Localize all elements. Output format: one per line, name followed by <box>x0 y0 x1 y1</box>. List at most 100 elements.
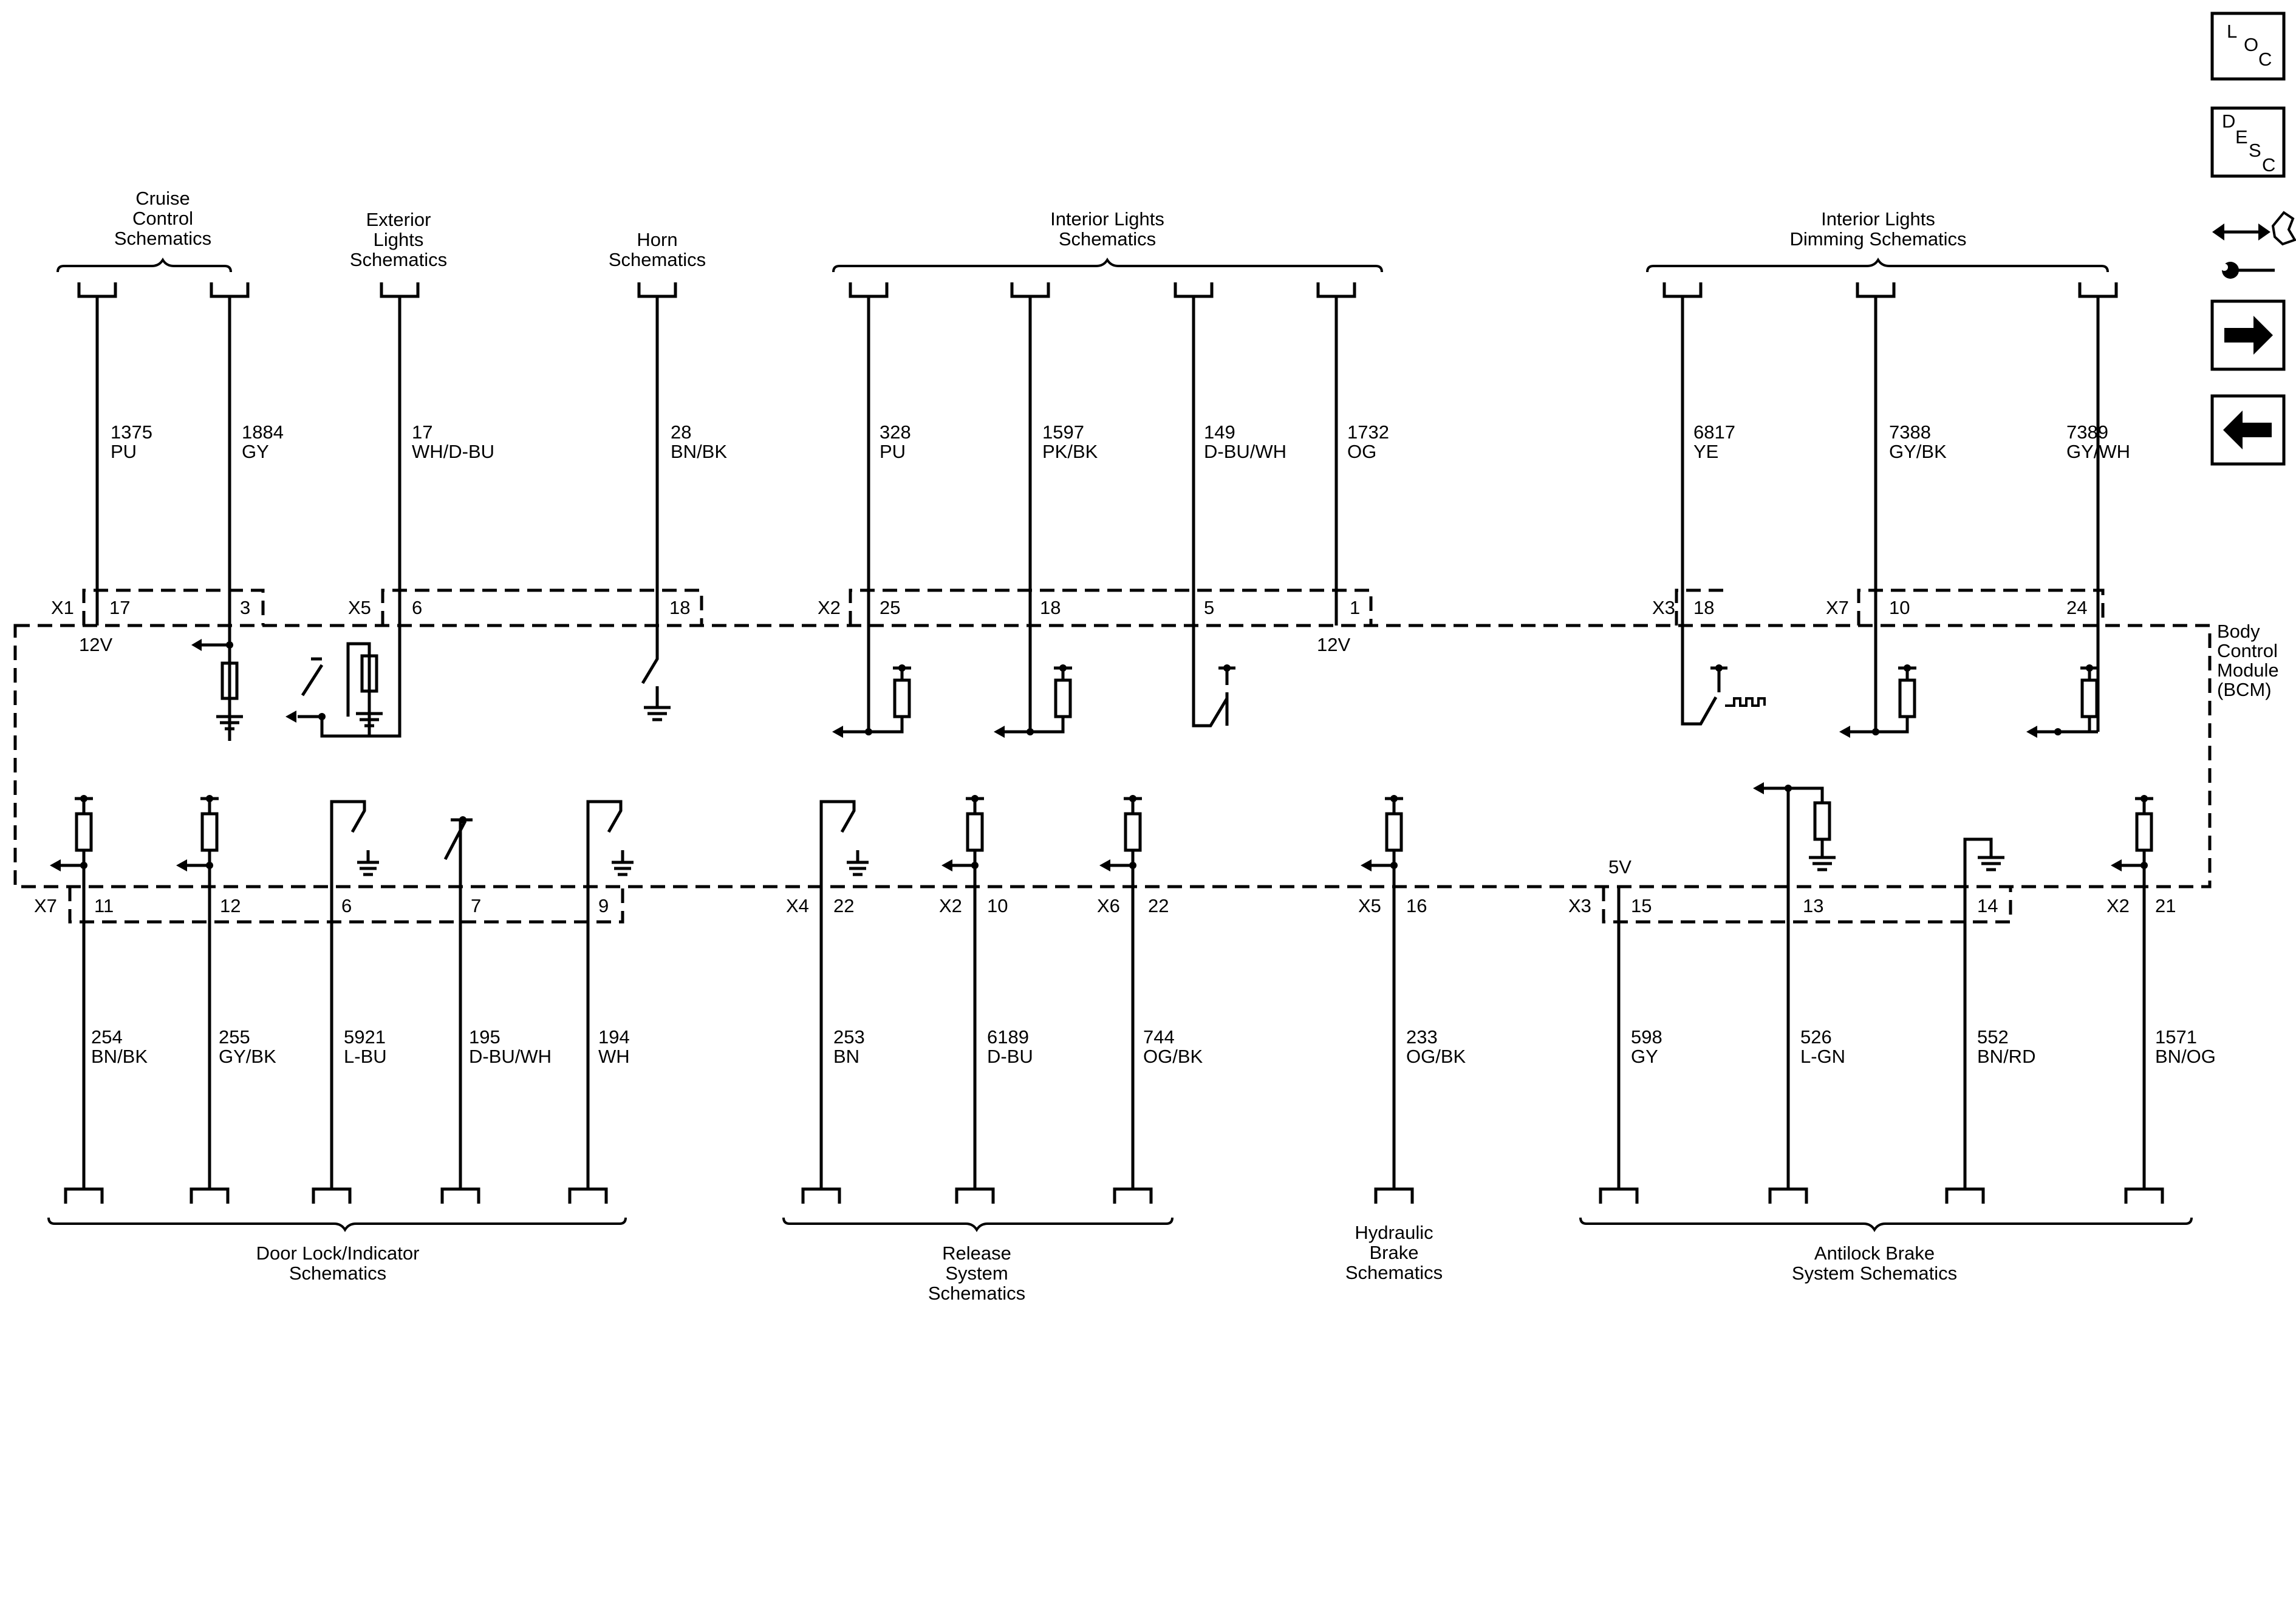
svg-text:Schematics: Schematics <box>289 1263 386 1284</box>
svg-text:Dimming Schematics: Dimming Schematics <box>1789 228 1966 250</box>
connector-repair-button[interactable] <box>2212 211 2296 279</box>
top-group-interior-dimming: Interior Lights Dimming Schematics <box>1646 208 2109 273</box>
svg-text:1884: 1884 <box>242 421 284 443</box>
svg-text:X4: X4 <box>786 895 809 916</box>
top-group-interior-lights: Interior Lights Schematics <box>832 208 1383 273</box>
svg-text:149: 149 <box>1204 421 1235 443</box>
svg-text:Cruise: Cruise <box>135 188 190 209</box>
svg-text:22: 22 <box>1148 895 1169 916</box>
svg-text:10: 10 <box>1889 597 1910 618</box>
svg-text:Schematics: Schematics <box>928 1283 1025 1304</box>
wire-744-ogbk: 744 OG/BK X6 22 <box>1097 795 1203 1204</box>
svg-text:18: 18 <box>1040 597 1061 618</box>
svg-text:Exterior: Exterior <box>366 209 431 230</box>
svg-text:(BCM): (BCM) <box>2217 679 2272 700</box>
svg-text:6189: 6189 <box>987 1026 1029 1048</box>
bottom-group-hydraulic-brake: Hydraulic Brake Schematics <box>1345 1222 1443 1283</box>
bottom-connector-boxes <box>68 887 2012 924</box>
svg-text:24: 24 <box>2066 597 2087 618</box>
svg-text:D-BU: D-BU <box>987 1046 1033 1067</box>
wire-5921-lbu: 5921 L-BU 6 <box>312 800 387 1204</box>
wire-598-gy: 598 GY X3 15 <box>1568 887 1662 1204</box>
top-connector-boxes <box>82 588 2105 626</box>
svg-text:L-GN: L-GN <box>1800 1046 1845 1067</box>
bcm-module-label: Body Control Module (BCM) <box>2217 621 2279 700</box>
svg-text:194: 194 <box>598 1026 630 1048</box>
svg-text:744: 744 <box>1143 1026 1175 1048</box>
svg-text:GY: GY <box>1631 1046 1658 1067</box>
svg-text:1597: 1597 <box>1042 421 1084 443</box>
connector-repair-icon <box>2212 211 2296 279</box>
svg-text:18: 18 <box>669 597 690 618</box>
svg-text:Interior Lights: Interior Lights <box>1050 208 1164 230</box>
svg-text:13: 13 <box>1803 895 1823 916</box>
svg-text:X1: X1 <box>51 597 74 618</box>
wire-28-bnbk: 28 BN/BK 18 <box>637 282 727 721</box>
svg-text:Module: Module <box>2217 660 2279 681</box>
svg-text:S: S <box>2249 140 2261 161</box>
svg-text:15: 15 <box>1631 895 1652 916</box>
svg-text:WH/D-BU: WH/D-BU <box>412 441 494 462</box>
svg-text:X5: X5 <box>348 597 371 618</box>
wire-254-bnbk: 254 BN/BK X7 11 <box>34 795 148 1204</box>
top-group-horn: Horn Schematics <box>609 229 706 270</box>
svg-text:PU: PU <box>111 441 137 462</box>
voltage-label-12v: 12V <box>79 634 112 655</box>
loc-button[interactable]: L O C <box>2210 12 2286 81</box>
bottom-group-release: Release System Schematics <box>782 1217 1174 1304</box>
svg-text:Control: Control <box>2217 640 2278 661</box>
wire-552-bnrd: 552 BN/RD 14 <box>1945 837 2035 1204</box>
svg-text:Body: Body <box>2217 621 2260 642</box>
svg-text:OG/BK: OG/BK <box>1406 1046 1466 1067</box>
svg-text:BN/BK: BN/BK <box>671 441 727 462</box>
wire-194-wh: 194 WH 9 <box>568 800 634 1204</box>
desc-icon: D E S C <box>2222 111 2275 176</box>
svg-text:22: 22 <box>833 895 854 916</box>
svg-text:Release: Release <box>942 1243 1011 1264</box>
svg-text:WH: WH <box>598 1046 630 1067</box>
svg-text:Hydraulic: Hydraulic <box>1355 1222 1433 1243</box>
svg-text:11: 11 <box>94 895 114 916</box>
svg-text:D-BU/WH: D-BU/WH <box>1204 441 1286 462</box>
svg-text:X7: X7 <box>34 895 57 916</box>
svg-text:254: 254 <box>91 1026 123 1048</box>
svg-text:X2: X2 <box>2106 895 2130 916</box>
wire-17-wh-dbu: 17 WH/D-BU X5 6 <box>285 282 494 738</box>
svg-text:1571: 1571 <box>2155 1026 2197 1048</box>
svg-text:526: 526 <box>1800 1026 1832 1048</box>
svg-text:1732: 1732 <box>1347 421 1389 443</box>
svg-text:10: 10 <box>987 895 1008 916</box>
wire-6189-dbu: 6189 D-BU X2 10 <box>939 795 1033 1204</box>
svg-text:Brake: Brake <box>1370 1242 1419 1263</box>
svg-text:7: 7 <box>471 895 481 916</box>
svg-text:BN/BK: BN/BK <box>91 1046 148 1067</box>
svg-text:OG: OG <box>1347 441 1376 462</box>
svg-text:D-BU/WH: D-BU/WH <box>469 1046 552 1067</box>
previous-page-button[interactable] <box>2210 394 2286 466</box>
svg-text:6: 6 <box>412 597 422 618</box>
svg-text:Door Lock/Indicator: Door Lock/Indicator <box>256 1243 420 1264</box>
svg-text:6817: 6817 <box>1693 421 1735 443</box>
svg-text:195: 195 <box>469 1026 501 1048</box>
svg-text:16: 16 <box>1406 895 1427 916</box>
next-page-button[interactable] <box>2210 299 2286 371</box>
svg-text:L: L <box>2227 21 2237 42</box>
wire-1571-bnog: 1571 BN/OG X2 21 <box>2106 795 2216 1204</box>
svg-text:552: 552 <box>1977 1026 2009 1048</box>
wire-6817-ye: 6817 YE X3 18 <box>1652 282 1766 726</box>
svg-text:YE: YE <box>1693 441 1718 462</box>
svg-text:C: C <box>2262 154 2275 176</box>
svg-text:6: 6 <box>341 895 352 916</box>
svg-text:E: E <box>2235 126 2248 148</box>
wire-1732-og: 1732 OG 1 <box>1316 282 1389 626</box>
desc-button[interactable]: D E S C <box>2210 106 2286 178</box>
svg-text:328: 328 <box>880 421 911 443</box>
svg-text:Schematics: Schematics <box>114 228 211 249</box>
svg-text:X3: X3 <box>1568 895 1591 916</box>
wire-149-dbuwh: 149 D-BU/WH 5 <box>1174 282 1286 728</box>
bottom-group-antilock-brake: Antilock Brake System Schematics <box>1579 1217 2193 1284</box>
svg-text:X2: X2 <box>818 597 841 618</box>
svg-text:17: 17 <box>109 597 130 618</box>
svg-text:GY/WH: GY/WH <box>2066 441 2130 462</box>
